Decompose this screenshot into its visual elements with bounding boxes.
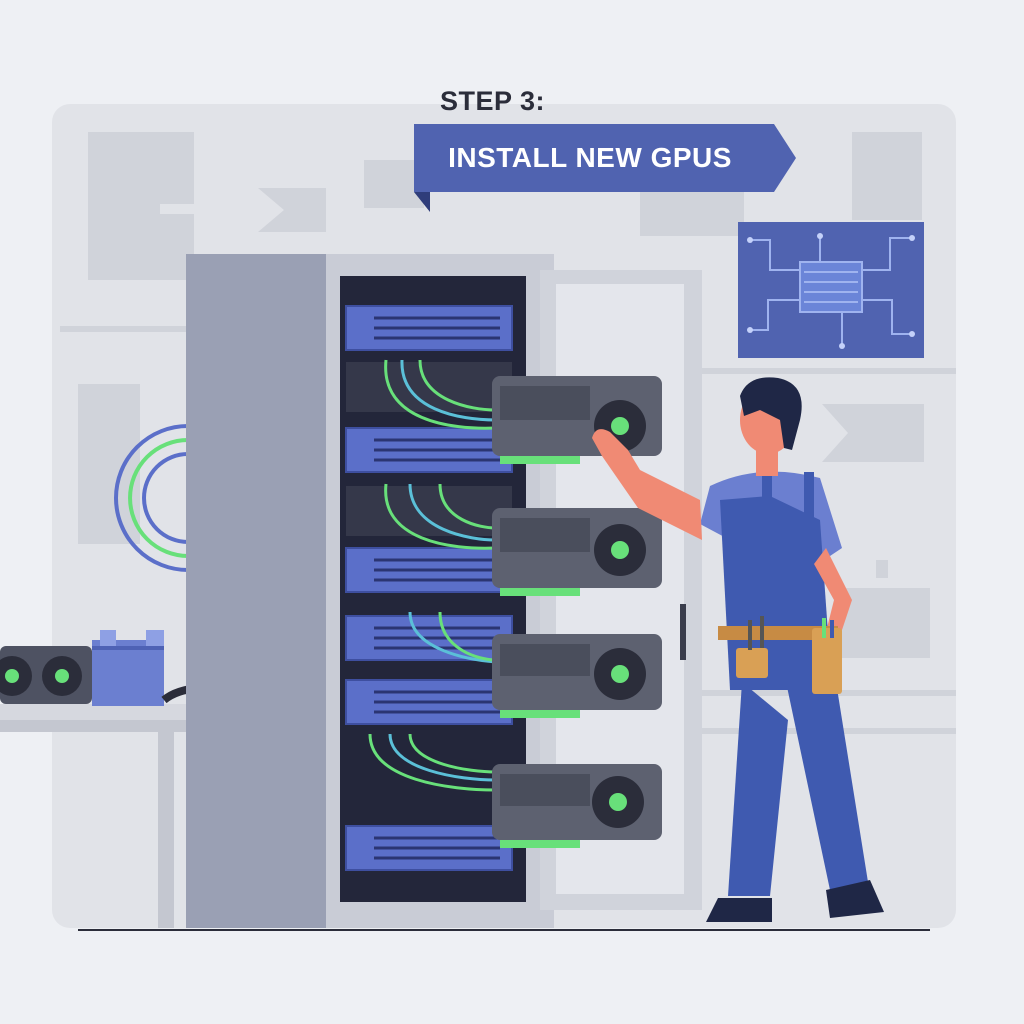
gpu-card-icon [0, 646, 92, 704]
gpu-box [92, 630, 164, 706]
gpu-card-4 [492, 764, 662, 848]
gpu-card-1 [492, 376, 662, 464]
tool-belt-icon [718, 616, 842, 694]
circuit-board-icon [738, 222, 924, 358]
gpu-card-3 [492, 634, 662, 718]
banner-title: INSTALL NEW GPUS [448, 142, 732, 173]
step-label: STEP 3: [440, 86, 546, 116]
title-banner [414, 124, 796, 212]
decorative-rings-left [114, 424, 189, 572]
gpu-card-2 [492, 508, 662, 596]
cable-bundle [368, 359, 497, 792]
